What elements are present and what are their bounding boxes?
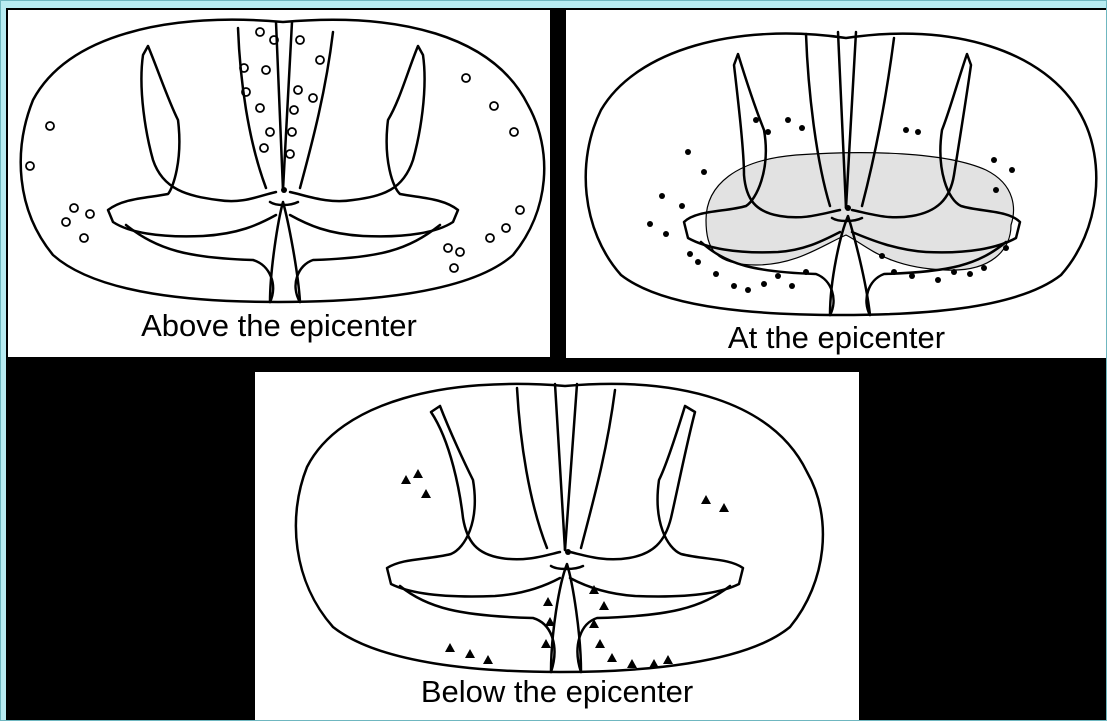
marker [26,162,34,170]
marker [1003,245,1009,251]
marker [679,203,685,209]
open-circle-markers [26,28,524,272]
marker [444,244,452,252]
grey-matter-right [570,406,743,597]
marker [413,469,423,478]
marker [713,271,719,277]
spinal-cord-section-above [8,10,550,357]
marker [687,251,693,257]
marker [765,129,771,135]
marker [701,495,711,504]
marker [46,122,54,130]
marker [799,125,805,131]
marker [262,66,270,74]
marker [753,117,759,123]
marker [543,597,553,606]
marker [86,210,94,218]
grey-matter-left [387,406,560,597]
marker [879,253,885,259]
cord-outline [296,384,823,672]
marker [649,659,659,668]
marker [450,264,458,272]
spinal-cord-section-below [255,372,859,721]
marker [647,221,653,227]
panel-caption-below: Below the epicenter [255,676,859,707]
marker [981,265,987,271]
panel-above-epicenter: Above the epicenter [8,10,550,357]
panel-at-epicenter: At the epicenter [566,10,1107,358]
spinal-cord-section-at [566,10,1107,358]
ventral-horn-left [400,586,554,672]
dorsal-column-left [238,22,283,190]
panel-caption-above: Above the epicenter [8,310,550,341]
marker [483,655,493,664]
marker [909,273,915,279]
marker [465,649,475,658]
marker [685,149,691,155]
marker [785,117,791,123]
marker [266,128,274,136]
marker [663,231,669,237]
marker [775,273,781,279]
marker [719,503,729,512]
marker [294,86,302,94]
marker [891,269,897,275]
dorsal-column-right [283,22,333,190]
central-canal-dot [565,549,571,555]
marker [599,601,609,610]
marker [663,655,673,664]
marker [915,129,921,135]
marker [595,639,605,648]
marker [935,277,941,283]
marker [789,283,795,289]
marker [903,127,909,133]
marker [803,269,809,275]
panel-caption-at: At the epicenter [566,322,1107,353]
marker [256,28,264,36]
marker [701,169,707,175]
marker [761,281,767,287]
central-canal-dot [845,205,851,211]
marker [256,104,264,112]
marker [490,102,498,110]
marker [967,271,973,277]
marker [309,94,317,102]
marker [659,193,665,199]
dorsal-column-right [565,384,615,550]
marker [951,269,957,275]
marker [296,36,304,44]
marker [456,248,464,256]
marker [62,218,70,226]
marker [627,659,637,668]
marker [462,74,470,82]
central-canal-dot [281,187,287,193]
marker [510,128,518,136]
marker [993,187,999,193]
marker [80,234,88,242]
marker [286,150,294,158]
marker [695,259,701,265]
marker [541,639,551,648]
marker [745,287,751,293]
marker [502,224,510,232]
marker [288,128,296,136]
marker [290,106,298,114]
marker [516,206,524,214]
marker [731,283,737,289]
marker [991,157,997,163]
marker [70,204,78,212]
marker [401,475,411,484]
panel-below-epicenter: Below the epicenter [255,372,859,721]
marker [1009,167,1015,173]
marker [607,653,617,662]
marker [486,234,494,242]
marker [260,144,268,152]
marker [316,56,324,64]
marker [421,489,431,498]
marker [445,643,455,652]
dorsal-column-left [517,384,565,550]
grey-matter-right [290,46,458,236]
